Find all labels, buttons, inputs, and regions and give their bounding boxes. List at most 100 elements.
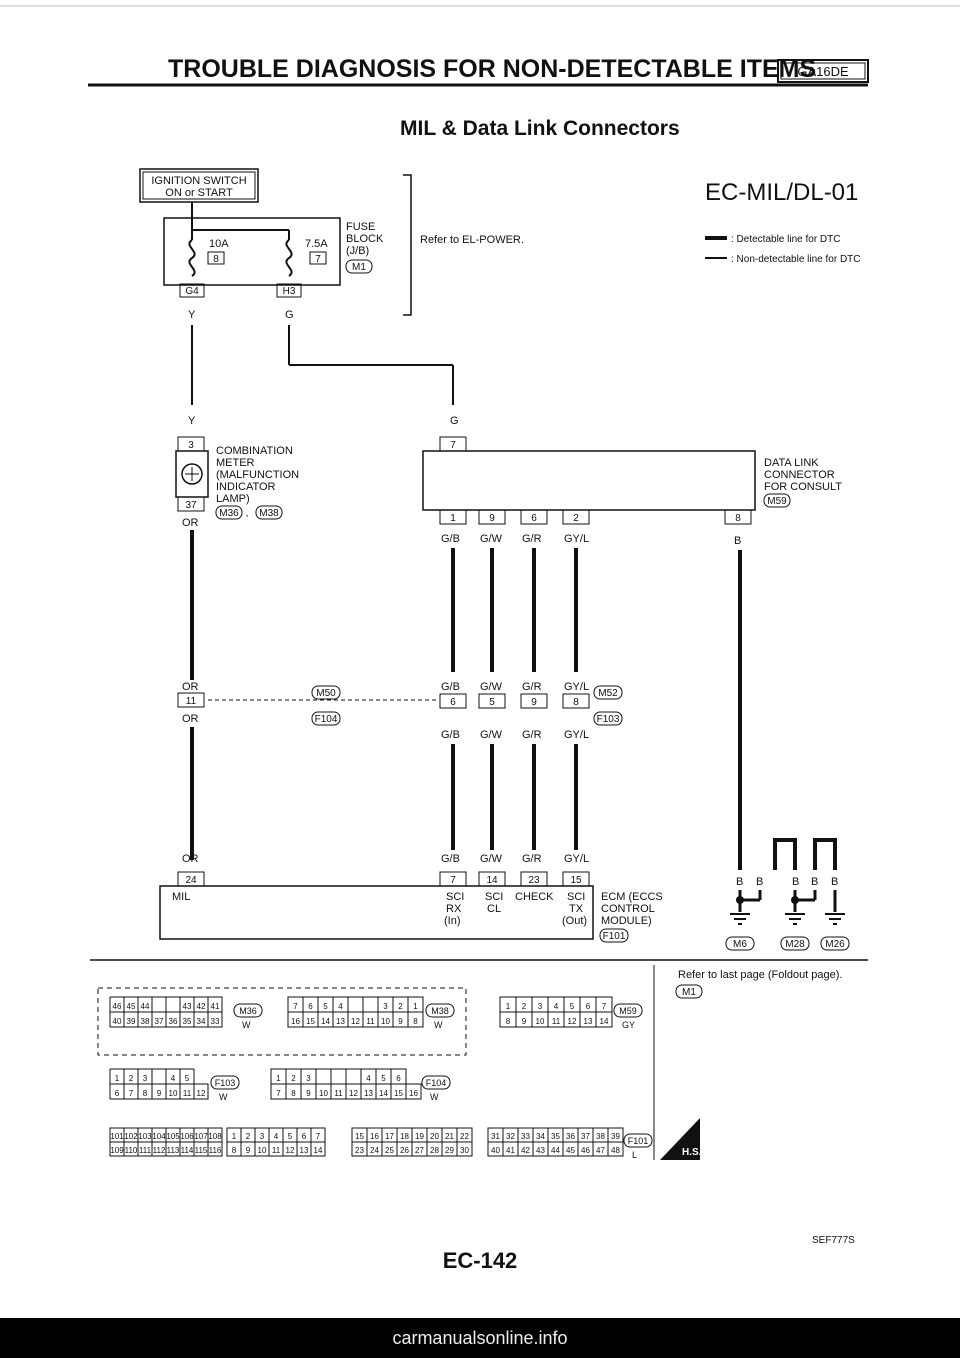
- m36-pin: 41: [211, 1002, 220, 1011]
- m59-pin: 14: [600, 1017, 609, 1026]
- f101-pin: 35: [551, 1132, 560, 1141]
- ecm-pin-24: 24: [185, 875, 197, 886]
- f104-pin: 6: [396, 1074, 401, 1083]
- fuse1-amp: 10A: [209, 238, 229, 250]
- m38-pin: 11: [366, 1017, 375, 1026]
- f103-pin: 6: [115, 1089, 120, 1098]
- connector-f104-label: F104: [315, 714, 338, 725]
- ground-wire-b-1: B: [736, 876, 743, 888]
- diagram-subtitle: MIL & Data Link Connectors: [400, 117, 680, 140]
- ignition-switch-label: IGNITION SWITCH: [151, 175, 246, 187]
- f101-pin: 30: [460, 1146, 469, 1155]
- meter-name-1: COMBINATION: [216, 445, 293, 457]
- f101-pin: 28: [430, 1146, 439, 1155]
- fuse-block-label-2: BLOCK: [346, 233, 384, 245]
- f101-pin: 14: [314, 1146, 323, 1155]
- f101-pin: 6: [302, 1132, 307, 1141]
- m59-pin: 2: [522, 1002, 527, 1011]
- f101-pin: 45: [566, 1146, 575, 1155]
- m38-pin: 10: [381, 1017, 390, 1026]
- meter-pin-37: 37: [185, 500, 197, 511]
- f101-pin: 7: [316, 1132, 321, 1141]
- m59-connector-name: M59: [619, 1006, 637, 1016]
- m59-pin: 9: [522, 1017, 527, 1026]
- f103-pin: 10: [169, 1089, 178, 1098]
- f101-pin: 23: [355, 1146, 364, 1155]
- f101-pin: 109: [110, 1146, 124, 1155]
- m36-pin: 46: [113, 1002, 122, 1011]
- m36-pin: 34: [197, 1017, 206, 1026]
- ecm-cl: CL: [487, 903, 501, 915]
- ecm-connector: F101: [603, 931, 626, 942]
- connector-g4: G4: [185, 286, 199, 297]
- fuse2-number: 7: [315, 254, 321, 265]
- meter-name-4: INDICATOR: [216, 481, 276, 493]
- f101-pin: 21: [445, 1132, 454, 1141]
- joint-pin-5: 5: [489, 697, 495, 708]
- f101-pin: 4: [274, 1132, 279, 1141]
- m38-pin: 12: [351, 1017, 360, 1026]
- f101-pin: 101: [110, 1132, 124, 1141]
- f103-pin: 12: [197, 1089, 206, 1098]
- m38-pin: 8: [413, 1017, 418, 1026]
- f103-pin: 11: [183, 1089, 192, 1098]
- connector-f103-label: F103: [597, 714, 620, 725]
- f101-pin: 13: [300, 1146, 309, 1155]
- harness-side-icon: [660, 1118, 700, 1160]
- meter-name-5: LAMP): [216, 493, 250, 505]
- f101-pin: 32: [506, 1132, 515, 1141]
- m36-connector-name: M36: [239, 1006, 257, 1016]
- f101-pin: 2: [246, 1132, 251, 1141]
- f101-pin: 27: [415, 1146, 424, 1155]
- ecm-sci-rx: SCI: [446, 891, 464, 903]
- f103-connector-color: W: [219, 1092, 228, 1102]
- dlc-pin-2: 2: [573, 513, 579, 524]
- m38-pin: 5: [323, 1002, 328, 1011]
- f103-pin: 8: [143, 1089, 148, 1098]
- ground-wire-b-2: B: [756, 876, 763, 888]
- fuse2-amp: 7.5A: [305, 238, 328, 250]
- f101-pin: 103: [138, 1132, 152, 1141]
- refer-last-page: Refer to last page (Foldout page).: [678, 969, 842, 981]
- ecm-rx: RX: [446, 903, 462, 915]
- f104-pin: 15: [394, 1089, 403, 1098]
- wire-gw-joint-top: G/W: [480, 681, 503, 693]
- wire-gr-joint-bot: G/R: [522, 729, 542, 741]
- wire-g-dlc: G: [450, 415, 459, 427]
- f101-pin: 102: [124, 1132, 138, 1141]
- m38-connector-name: M38: [431, 1006, 449, 1016]
- figure-id: SEF777S: [812, 1235, 855, 1246]
- m38-pin: 4: [338, 1002, 343, 1011]
- f103-pin: 9: [157, 1089, 162, 1098]
- f103-connector-name: F103: [215, 1078, 236, 1088]
- f101-pin: 29: [445, 1146, 454, 1155]
- m38-connector-color: W: [434, 1020, 443, 1030]
- wire-gb-dlc: G/B: [441, 533, 460, 545]
- f101-pin: 33: [521, 1132, 530, 1141]
- fuse-block-label-1: FUSE: [346, 221, 375, 233]
- f104-pin: 9: [306, 1089, 311, 1098]
- m36-pin: 38: [141, 1017, 150, 1026]
- m38-pin: 2: [398, 1002, 403, 1011]
- wire-b-dlc: B: [734, 535, 741, 547]
- wire-gyl-dlc: GY/L: [564, 533, 589, 545]
- diagram-code: EC-MIL/DL-01: [705, 179, 858, 206]
- m38-pin: 14: [321, 1017, 330, 1026]
- legend-non-detectable: : Non-detectable line for DTC: [731, 254, 861, 265]
- f101-pin: 104: [152, 1132, 166, 1141]
- ground-m26: M26: [825, 939, 845, 950]
- page-title: TROUBLE DIAGNOSIS FOR NON-DETECTABLE ITE…: [168, 55, 816, 83]
- f101-pin: 8: [232, 1146, 237, 1155]
- f104-pin: 16: [409, 1089, 418, 1098]
- dlc-pin-9: 9: [489, 513, 495, 524]
- f101-pin: 16: [370, 1132, 379, 1141]
- m36-pin: 44: [141, 1002, 150, 1011]
- ecm-check: CHECK: [515, 891, 554, 903]
- m38-pin: 7: [293, 1002, 298, 1011]
- m59-pin: 1: [506, 1002, 511, 1011]
- m36-pin: 33: [211, 1017, 220, 1026]
- engine-badge: GA16DE: [797, 64, 849, 79]
- wire-gb-joint-top: G/B: [441, 681, 460, 693]
- m59-pin: 5: [570, 1002, 575, 1011]
- f101-pin: 108: [208, 1132, 222, 1141]
